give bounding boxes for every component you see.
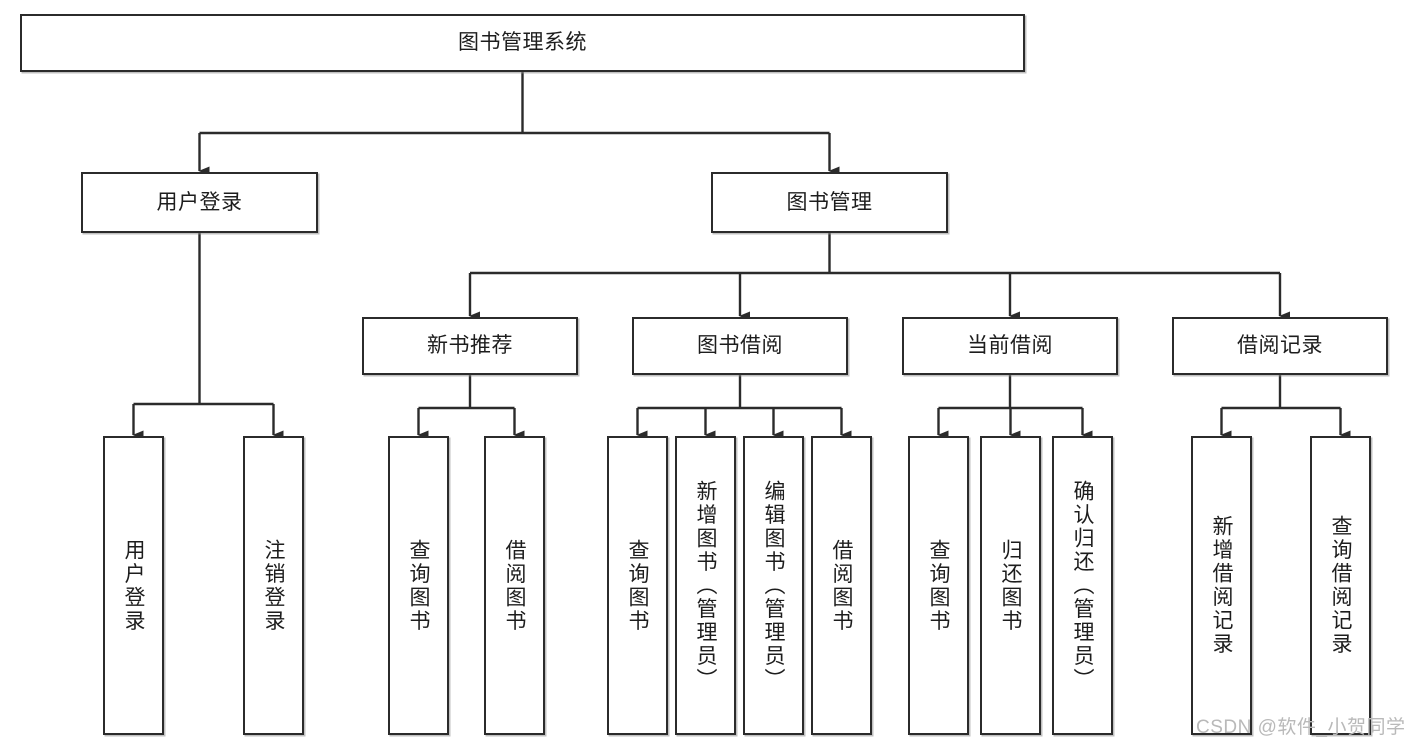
node-label-root: 图书管理系统 <box>458 31 587 55</box>
node-label-book-manage: 图书管理 <box>786 190 873 214</box>
node-new-book-rec[interactable]: 新书推荐 <box>362 317 578 375</box>
node-leaf-user-logout[interactable]: 注销登录 <box>243 436 304 735</box>
node-label-new-book-rec: 新书推荐 <box>427 334 513 358</box>
node-leaf-query-book-2[interactable]: 查询图书 <box>607 436 668 735</box>
node-label-current-borrow: 当前借阅 <box>967 334 1053 358</box>
node-label-leaf-add-record: 新增借阅记录 <box>1210 515 1233 656</box>
node-label-leaf-query-record: 查询借阅记录 <box>1329 515 1352 656</box>
node-root[interactable]: 图书管理系统 <box>20 14 1025 72</box>
node-leaf-user-login[interactable]: 用户登录 <box>103 436 164 735</box>
node-label-leaf-confirm-return: 确认归还（管理员） <box>1071 479 1094 692</box>
node-leaf-edit-book[interactable]: 编辑图书（管理员） <box>743 436 804 735</box>
node-leaf-confirm-return[interactable]: 确认归还（管理员） <box>1052 436 1113 735</box>
node-label-user-login: 用户登录 <box>156 190 243 214</box>
node-book-borrow[interactable]: 图书借阅 <box>632 317 848 375</box>
node-label-book-borrow: 图书借阅 <box>697 334 783 358</box>
node-label-leaf-borrow-book-2: 借阅图书 <box>830 538 853 633</box>
node-label-leaf-query-book-3: 查询图书 <box>927 538 950 633</box>
node-current-borrow[interactable]: 当前借阅 <box>902 317 1118 375</box>
node-leaf-add-record[interactable]: 新增借阅记录 <box>1191 436 1252 735</box>
node-label-leaf-borrow-book-1: 借阅图书 <box>503 538 526 633</box>
node-label-leaf-return-book: 归还图书 <box>999 538 1022 633</box>
node-borrow-record[interactable]: 借阅记录 <box>1172 317 1388 375</box>
node-label-borrow-record: 借阅记录 <box>1237 334 1323 358</box>
node-label-leaf-user-logout: 注销登录 <box>262 538 285 633</box>
node-leaf-return-book[interactable]: 归还图书 <box>980 436 1041 735</box>
node-leaf-query-record[interactable]: 查询借阅记录 <box>1310 436 1371 735</box>
node-leaf-query-book-1[interactable]: 查询图书 <box>388 436 449 735</box>
node-leaf-add-book[interactable]: 新增图书（管理员） <box>675 436 736 735</box>
node-label-leaf-add-book: 新增图书（管理员） <box>694 479 717 692</box>
edge-group <box>132 72 1351 440</box>
node-leaf-borrow-book-1[interactable]: 借阅图书 <box>484 436 545 735</box>
node-label-leaf-edit-book: 编辑图书（管理员） <box>762 479 785 692</box>
node-user-login[interactable]: 用户登录 <box>81 172 318 233</box>
node-leaf-borrow-book-2[interactable]: 借阅图书 <box>811 436 872 735</box>
node-book-manage[interactable]: 图书管理 <box>711 172 948 233</box>
watermark-text: CSDN @软件_小贺同学 <box>1196 717 1405 738</box>
node-label-leaf-query-book-2: 查询图书 <box>626 538 649 633</box>
node-leaf-query-book-3[interactable]: 查询图书 <box>908 436 969 735</box>
node-label-leaf-query-book-1: 查询图书 <box>407 538 430 633</box>
node-label-leaf-user-login: 用户登录 <box>122 538 145 633</box>
